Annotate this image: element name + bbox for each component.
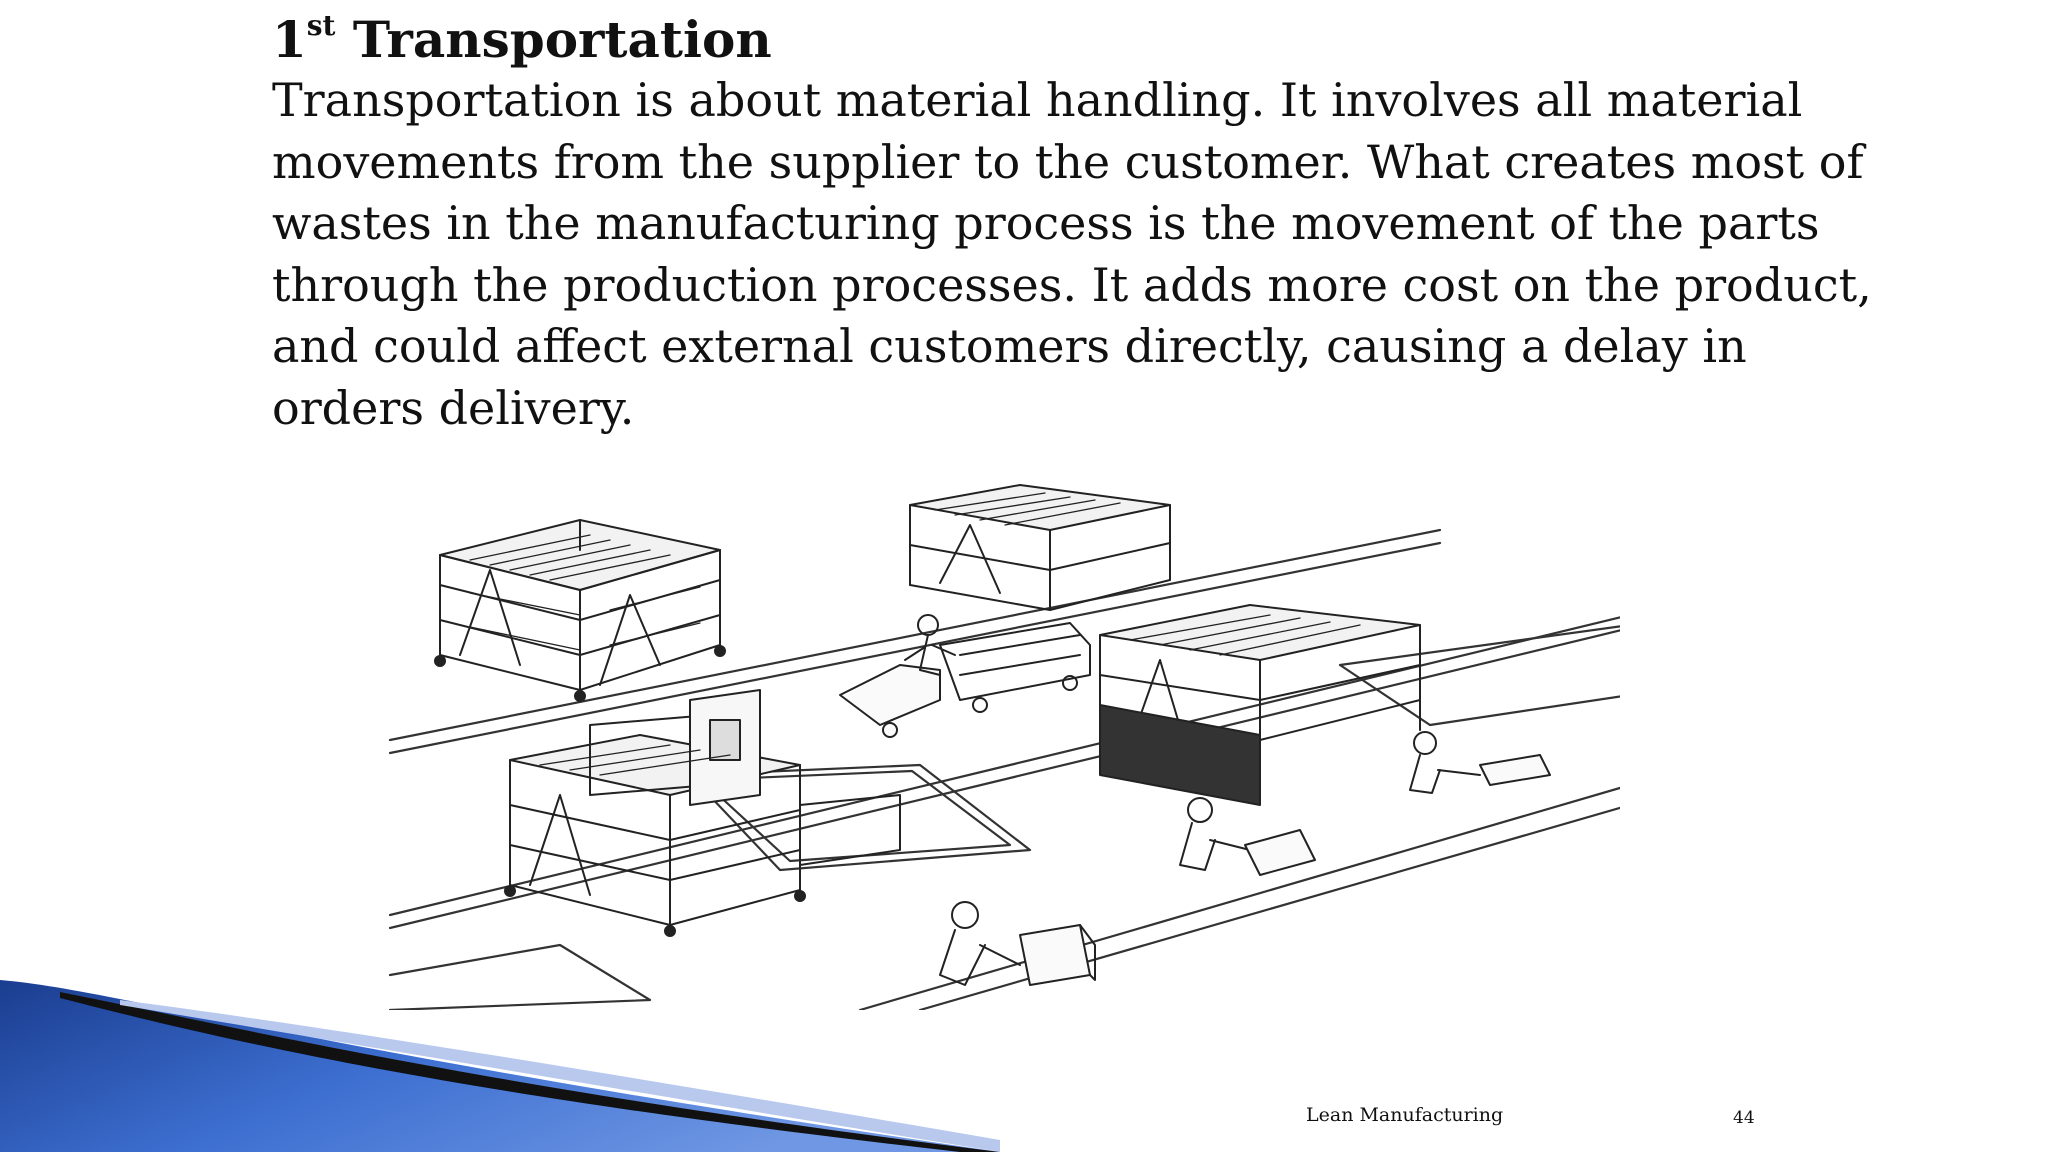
body-line: orders delivery.: [272, 380, 635, 435]
rack-upper-left: [434, 519, 726, 702]
worker-middle: [1179, 797, 1316, 876]
slide-heading: 1st Transportation: [272, 8, 772, 72]
footer-page-number: 44: [1733, 1108, 1755, 1128]
worker-front: [939, 901, 1096, 986]
heading-number: 1: [272, 10, 307, 69]
rack-right: [1099, 604, 1421, 806]
body-line: Transportation is about material handlin…: [272, 73, 1803, 127]
tugger-cart: [839, 614, 1091, 738]
body-line: through the production processes. It add…: [272, 257, 1872, 312]
body-line: wastes in the manufacturing process is t…: [272, 196, 1820, 250]
factory-transport-illustration: [388, 484, 1620, 1010]
footer-presentation-title: Lean Manufacturing: [1306, 1104, 1504, 1126]
rack-top-center: [909, 484, 1171, 611]
corner-swoosh-decoration: [0, 980, 1000, 1152]
heading-title: Transportation: [352, 10, 772, 69]
worker-back: [1409, 731, 1551, 794]
body-line: and could affect external customers dire…: [272, 319, 1747, 373]
heading-ordinal-suffix: st: [306, 9, 336, 42]
body-line: movements from the supplier to the custo…: [272, 134, 1864, 189]
body-paragraph: Transportation is about material handlin…: [272, 70, 1872, 439]
rack-lower-left: [504, 689, 901, 937]
